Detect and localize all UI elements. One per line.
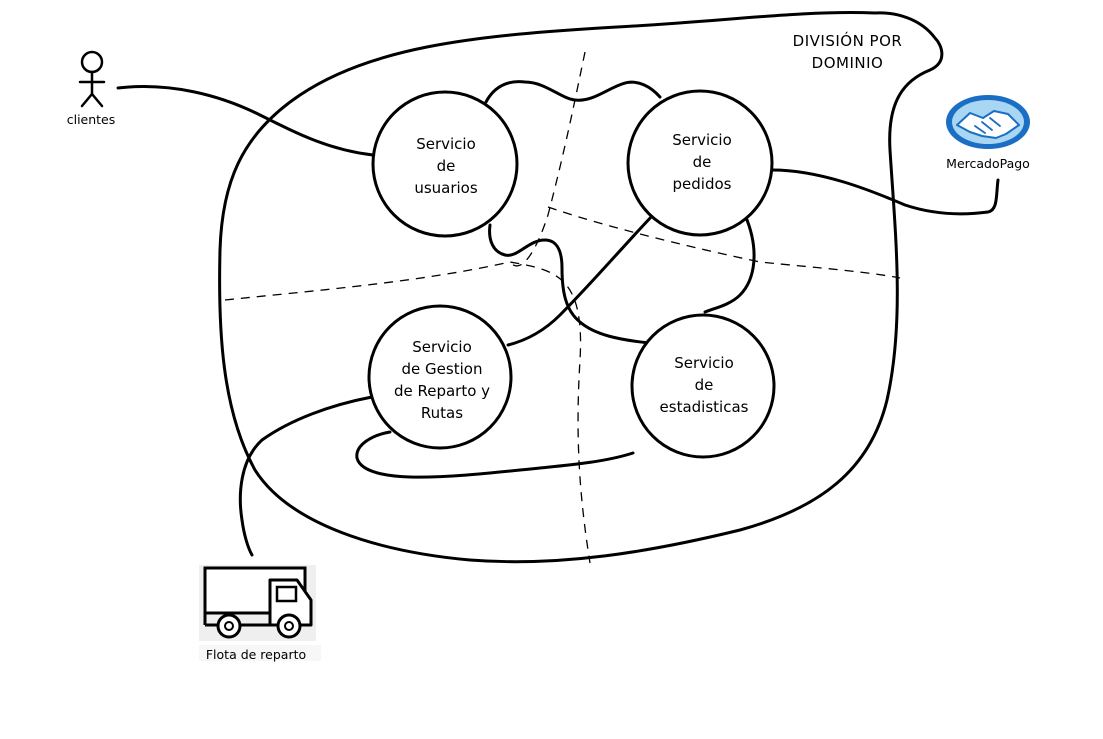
clientes-label: clientes [66, 112, 116, 127]
truck-icon [199, 565, 321, 661]
clientes-to-usuarios [116, 85, 375, 157]
core-boundary [355, 80, 756, 479]
service-pedidos-label: Servicio de pedidos [672, 131, 732, 193]
domain-divider-lines [224, 51, 901, 564]
reparto-to-flota [238, 395, 374, 557]
service-usuarios-label: Servicio de usuarios [414, 135, 478, 197]
service-estadisticas-circle [630, 313, 776, 459]
service-estadisticas-label: Servicio de estadisticas [659, 354, 749, 416]
flota-label: Flota de reparto [205, 647, 307, 662]
pedidos-to-mercadopago [770, 168, 1000, 216]
service-usuarios-circle [371, 90, 519, 238]
clientes-actor-icon [78, 50, 106, 108]
mercadopago-label: MercadoPago [946, 156, 1030, 171]
domain-boundary [218, 11, 944, 564]
service-reparto-circle [367, 304, 513, 450]
mercadopago-logo [946, 95, 1030, 149]
connection-lines [116, 85, 1000, 557]
service-pedidos-circle [626, 89, 774, 237]
diagram-title: DIVISIÓN POR DOMINIO [792, 32, 903, 72]
pedidos-to-reparto [506, 214, 654, 347]
service-reparto-label: Servicio de Gestion de Reparto y Rutas [393, 338, 491, 422]
